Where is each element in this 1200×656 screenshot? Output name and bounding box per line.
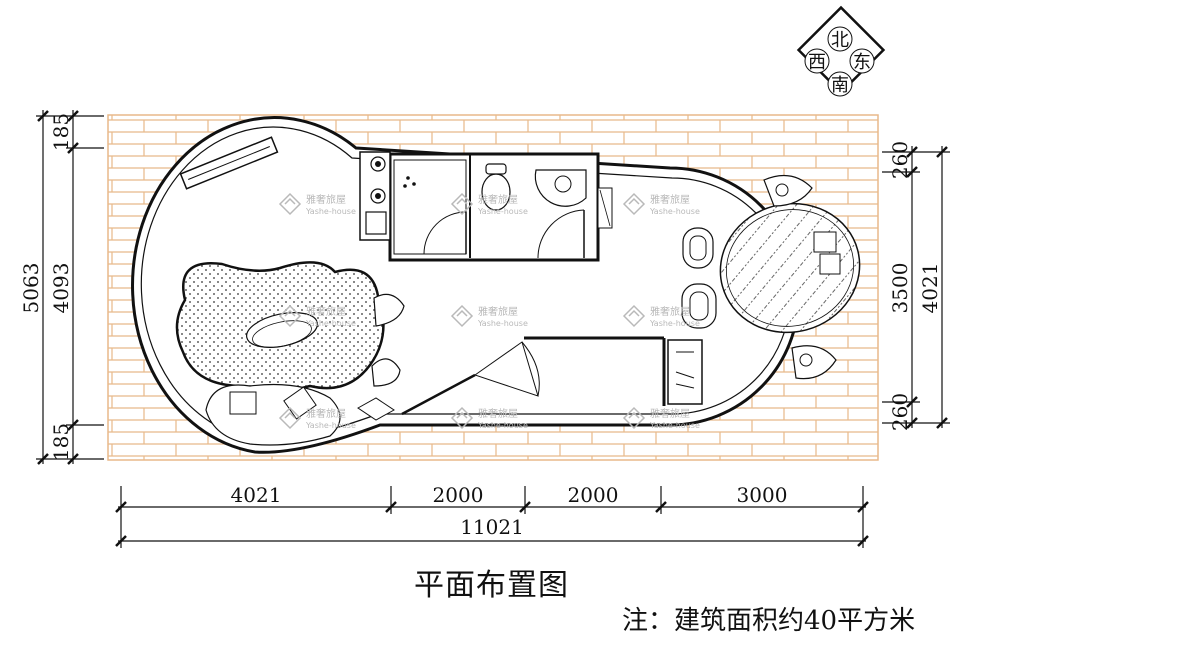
watermark-en: Yashe-house [649,421,700,430]
dim-left-middle: 4093 [49,263,73,314]
area-note: 注：建筑面积约40平方米 [622,606,916,636]
watermark-en: Yashe-house [305,319,356,328]
dim-left-bottom: 185 [49,423,73,461]
compass-west: 西 [808,52,826,73]
watermark-en: Yashe-house [477,319,528,328]
sofa [205,383,395,446]
bedroom-chairs [681,227,717,329]
watermark-cn: 雅奢旅屋 [306,407,346,420]
watermark-en: Yashe-house [649,319,700,328]
dim-right-bottom: 260 [888,393,912,431]
watermark-cn: 雅奢旅屋 [650,305,690,318]
dim-left-top: 185 [49,113,73,151]
dim-right-middle: 3500 [888,263,912,314]
dining-chairs [371,293,405,387]
watermarks: 雅奢旅屋 Yashe-house 雅奢旅屋 Yashe-house 雅奢旅屋 Y… [278,192,700,430]
dim-bottom-3: 2000 [568,483,619,507]
kitchen-counter [359,151,391,241]
watermark-cn: 雅奢旅屋 [650,407,690,420]
bottom-dimensions [115,486,869,548]
watermark-en: Yashe-house [477,207,528,216]
watermark-cn: 雅奢旅屋 [478,193,518,206]
wardrobe [667,339,703,405]
bedside-tables [763,174,837,380]
watermark-cn: 雅奢旅屋 [306,193,346,206]
tv-cabinet [179,136,279,190]
dim-left-total: 5063 [19,263,43,314]
dim-bottom-total: 11021 [460,515,524,539]
bed [719,202,861,334]
watermark-cn: 雅奢旅屋 [306,305,346,318]
watermark-cn: 雅奢旅屋 [650,193,690,206]
dim-right-top: 260 [888,141,912,179]
watermark-en: Yashe-house [649,207,700,216]
compass-south: 南 [831,75,849,96]
compass: 北 东 南 西 [796,5,886,97]
drawing-title: 平面布置图 [414,568,569,603]
dim-bottom-2: 2000 [433,483,484,507]
watermark-cn: 雅奢旅屋 [478,407,518,420]
dim-bottom-1: 4021 [231,483,282,507]
right-dimensions [882,146,950,429]
watermark-en: Yashe-house [305,421,356,430]
left-dimensions [36,110,104,465]
compass-east: 东 [853,52,871,73]
watermark-cn: 雅奢旅屋 [478,305,518,318]
dim-right-total: 4021 [918,263,942,314]
entrance-door [401,336,666,416]
compass-north: 北 [831,30,849,51]
dim-bottom-4: 3000 [737,483,788,507]
watermark-en: Yashe-house [305,207,356,216]
sink-icon [534,169,587,207]
coffee-table [246,312,318,348]
watermark-en: Yashe-house [477,421,528,430]
